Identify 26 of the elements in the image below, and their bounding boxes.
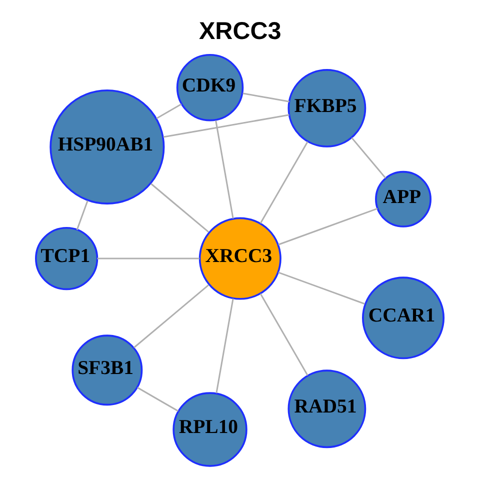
node-circle: FKBP5 xyxy=(288,68,366,147)
connector xyxy=(215,120,234,218)
connector xyxy=(156,102,182,119)
node-circle: RPL10 xyxy=(172,392,248,466)
node-circle: CDK9 xyxy=(176,53,244,121)
node-circle: XRCC3 xyxy=(198,216,282,300)
node-circle: HSP90AB1 xyxy=(50,88,165,204)
connector xyxy=(134,284,210,348)
node-circle: APP xyxy=(375,170,432,227)
connector xyxy=(351,136,386,178)
connector xyxy=(260,140,308,224)
node-circle: RAD51 xyxy=(288,369,366,448)
connector xyxy=(150,182,210,232)
node-circle: SF3B1 xyxy=(72,334,143,406)
connector xyxy=(260,292,308,376)
node-circle: TCP1 xyxy=(35,226,98,290)
node-circle: CCAR1 xyxy=(362,276,445,359)
diagram-title: XRCC3 xyxy=(199,18,282,45)
connector xyxy=(278,271,365,304)
connector xyxy=(278,207,378,245)
connector xyxy=(76,200,88,230)
connector xyxy=(97,257,200,259)
connector xyxy=(163,114,290,138)
connector xyxy=(242,92,290,102)
connector xyxy=(216,298,234,393)
connector xyxy=(137,386,179,412)
